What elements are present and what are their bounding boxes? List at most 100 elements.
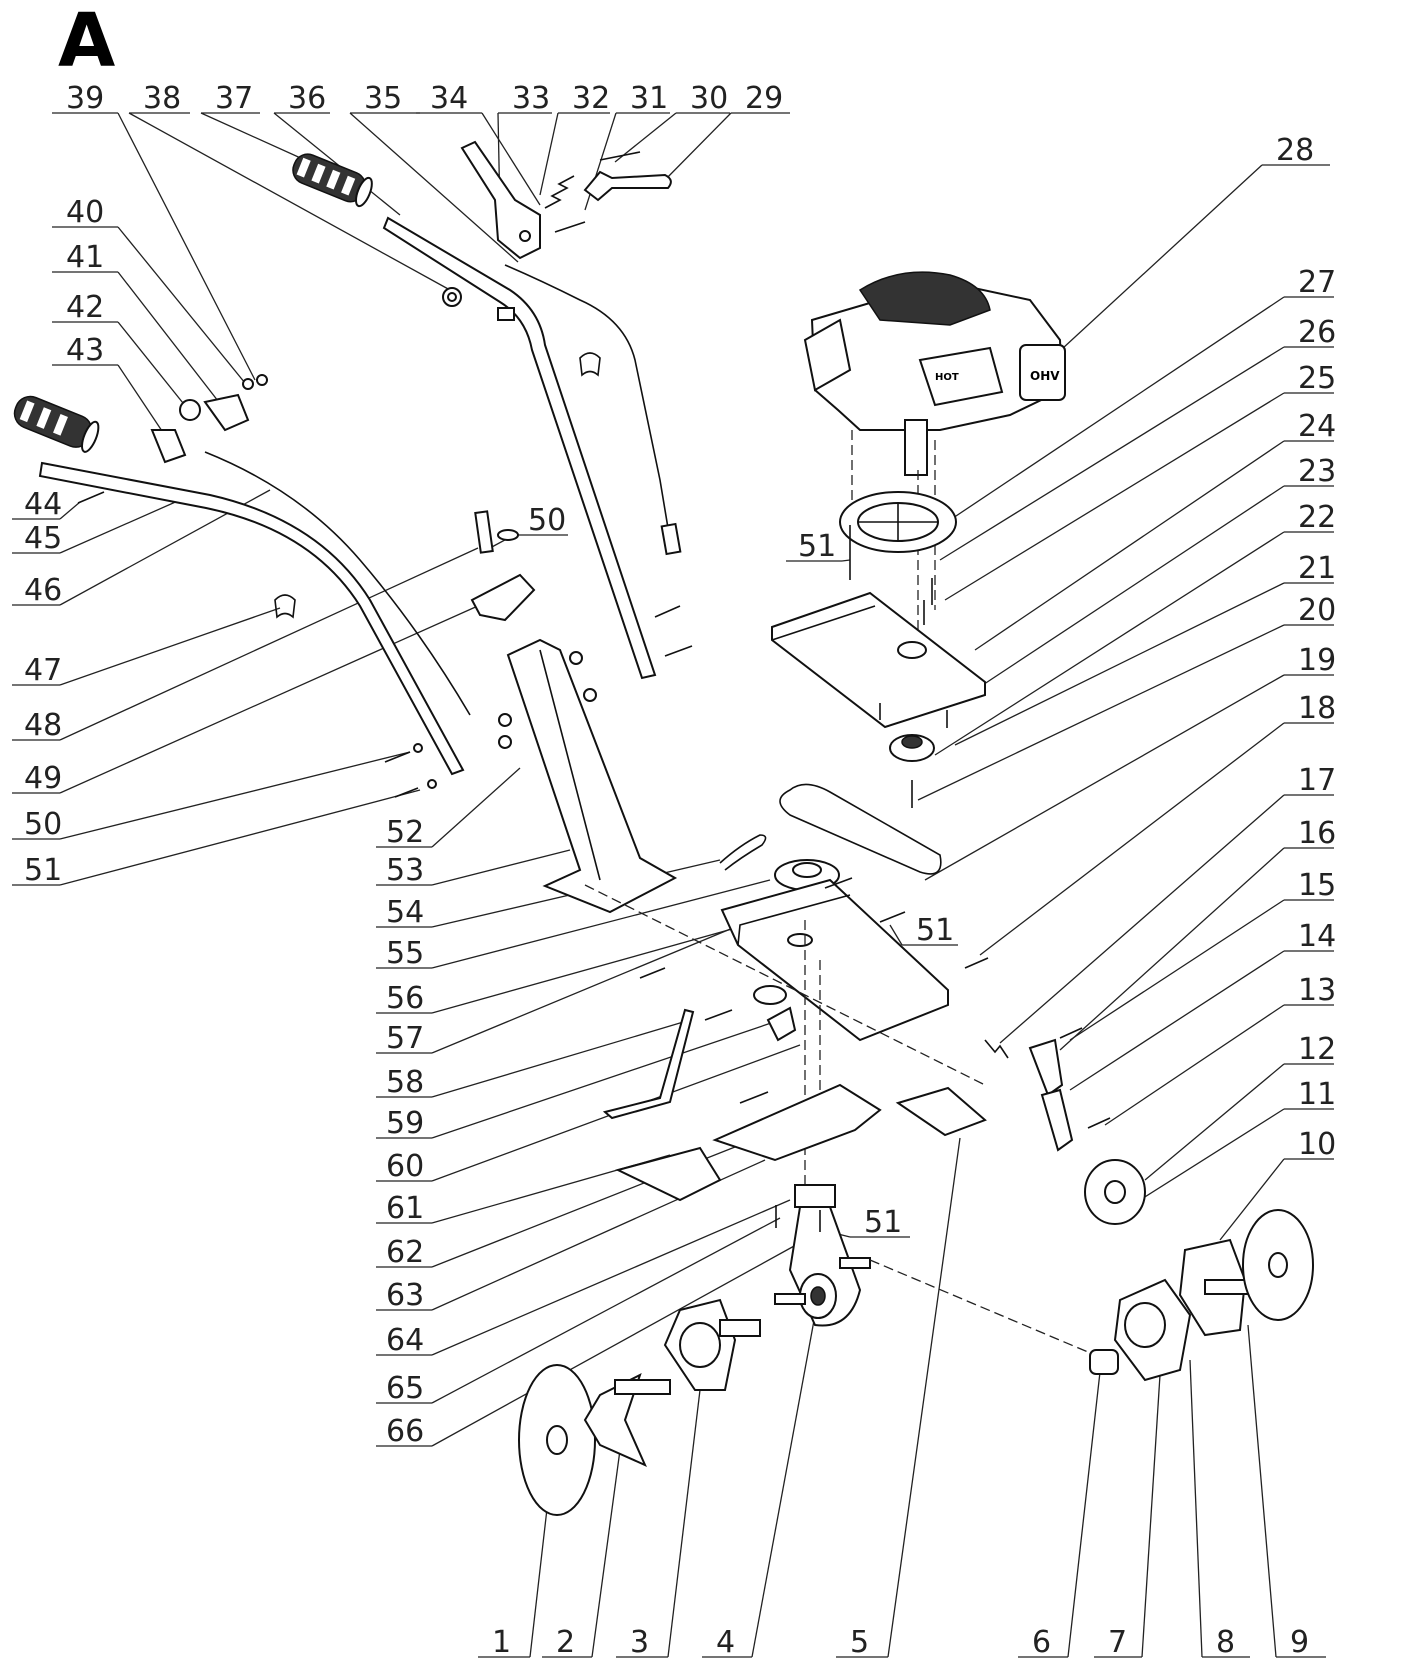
callout-number-51: 51 [24,853,62,888]
callout-leader-line [59,499,181,554]
callout-leader-line [959,485,1285,701]
callout-number-55: 55 [386,936,424,971]
callout-leader-line [431,1199,791,1356]
callout-leader-line [431,1019,781,1139]
callout-number-34: 34 [430,81,468,116]
callout-leader-line [979,722,1285,956]
callout-leader-line [431,1239,806,1447]
callout-leader-line [431,879,771,969]
callout-number-39: 39 [66,81,104,116]
callout-leader-line [614,112,677,163]
gearbox [774,1184,871,1327]
callout-leader-line [431,1019,691,1098]
callout-leader-line [974,440,1285,651]
callout-number-64: 64 [386,1323,424,1358]
callout-number-30: 30 [690,81,728,116]
callout-number-56: 56 [386,981,424,1016]
handle-bracket-column [506,638,678,914]
callout-leader-line [349,112,519,263]
callout-number-7: 7 [1108,1625,1127,1660]
callout-leader-line [117,112,256,381]
engine-base-ring [839,491,957,553]
grip-right [292,153,373,208]
callout-number-12: 12 [1298,1032,1336,1067]
upper-handle-tube [382,216,657,680]
callout-number-16: 16 [1298,816,1336,851]
callout-leader-line [431,1217,781,1404]
diagram-title: A [58,0,116,84]
callout-leader-line [1069,899,1285,1041]
callout-leader-line [117,226,246,384]
callout-leader-line [117,364,169,441]
callout-number-49: 49 [24,761,62,796]
callout-leader-line [200,112,306,161]
callout-number-40: 40 [66,195,104,230]
callout-leader-line [59,789,421,886]
transport-wheel-assembly [984,1038,1146,1225]
callout-leader-line [1069,950,1285,1091]
callout-number-62: 62 [386,1235,424,1270]
shield-right [895,1086,987,1137]
callout-number-57: 57 [386,1021,424,1056]
tine-right-outer [1178,1238,1256,1337]
callout-leader-line [667,1389,701,1658]
callout-number-37: 37 [215,81,253,116]
callout-number-27: 27 [1298,265,1336,300]
callout-number-43: 43 [66,333,104,368]
tine-left-outer [583,1373,671,1467]
callout-number-41: 41 [66,240,104,275]
callout-number-19: 19 [1298,643,1336,678]
callout-leader-line [117,321,196,419]
callout-number-47: 47 [24,653,62,688]
callout-number-53: 53 [386,853,424,888]
callout-number-24: 24 [1298,409,1336,444]
callout-number-8: 8 [1216,1625,1235,1660]
shaft-coupler [1089,1349,1119,1375]
callout-leader-line [59,607,281,686]
callout-number-59: 59 [386,1106,424,1141]
callout-leader-line [431,849,571,886]
callout-number-14: 14 [1298,919,1336,954]
callout-number-54: 54 [386,895,424,930]
grip-left [13,395,100,453]
callout-number-25: 25 [1298,361,1336,396]
tine-left-inner [663,1298,761,1391]
callout-leader-line [273,112,401,216]
callout-number-2: 2 [556,1625,575,1660]
callout-number-22: 22 [1298,500,1336,535]
callout-leader-line [1141,1374,1161,1658]
callout-number-10: 10 [1298,1127,1336,1162]
callout-number-9: 9 [1290,1625,1309,1660]
callout-leader-line [939,346,1285,561]
engine-mount-plate [771,591,986,729]
callout-number-42: 42 [66,290,104,325]
engine-hot-text: HOT [935,372,959,383]
callout-leader-line [1247,1324,1277,1658]
parts-layer: OHV HOT [13,140,1314,1516]
callout-leader-line [481,112,541,206]
callout-leader-line [1139,1108,1285,1201]
shield-center [712,1083,882,1162]
callout-leader-line [841,559,851,562]
callout-leader-line [1104,1004,1285,1126]
callout-number-35: 35 [364,81,402,116]
callout-number-31: 31 [630,81,668,116]
outer-disc-right [1242,1209,1314,1321]
callout-number-61: 61 [386,1191,424,1226]
callout-number-51: 51 [864,1205,902,1240]
callout-number-26: 26 [1298,315,1336,350]
callout-number-66: 66 [386,1414,424,1449]
v-belt [779,783,942,875]
callout-number-50: 50 [24,807,62,842]
callout-number-15: 15 [1298,868,1336,903]
callout-number-28: 28 [1276,133,1314,168]
callout-leader-line [924,674,1285,881]
callout-number-32: 32 [572,81,610,116]
callout-leader-line [1059,847,1285,1051]
callout-leader-line [59,501,81,520]
callout-leader-line [59,604,481,794]
callout-number-52: 52 [386,815,424,850]
callout-leader-line [59,751,411,840]
callout-leader-line [431,924,741,1054]
callout-leader-line [887,1137,961,1658]
